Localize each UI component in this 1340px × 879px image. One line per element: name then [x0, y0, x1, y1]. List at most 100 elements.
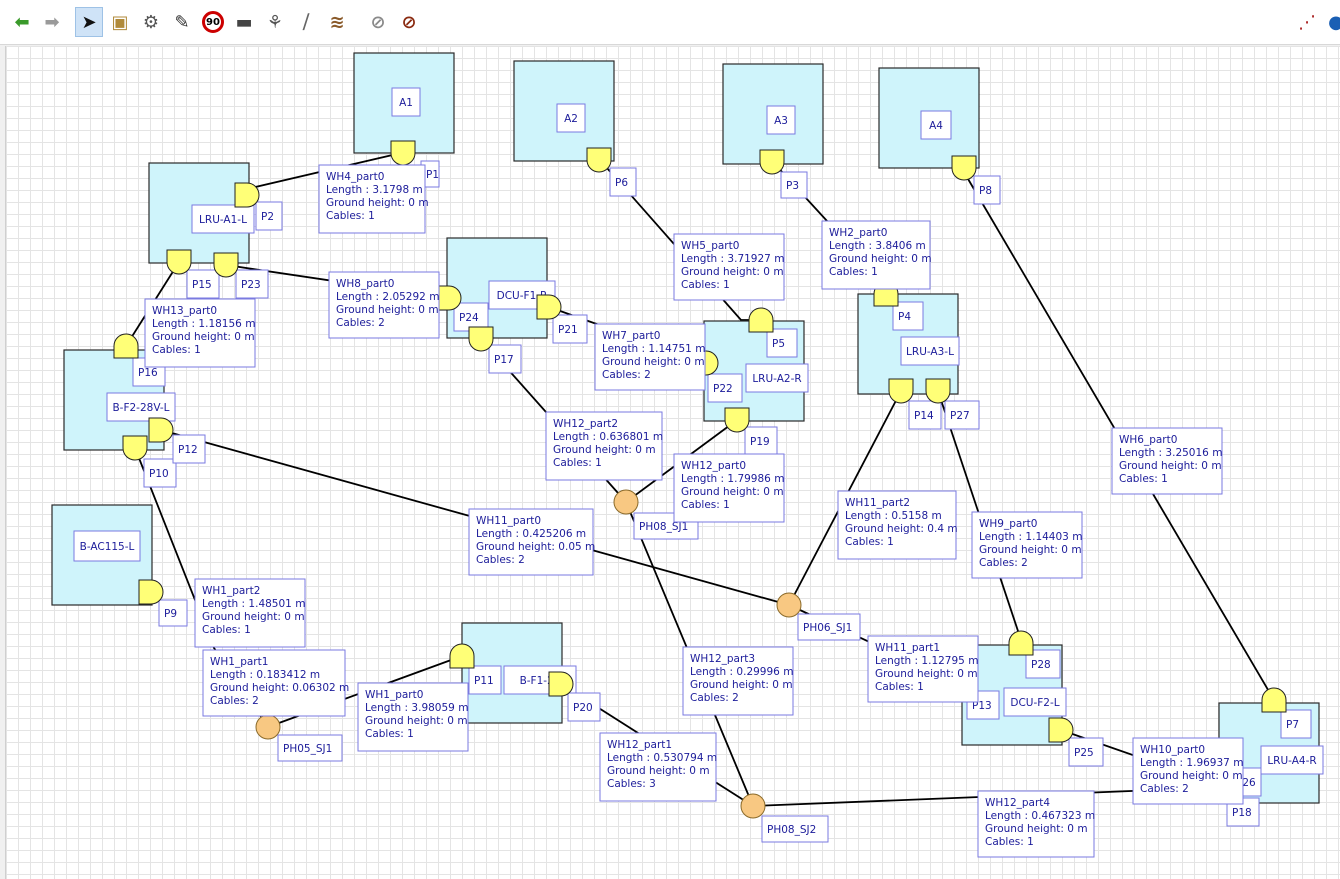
- disabled-icon[interactable]: ⊘: [364, 7, 392, 37]
- splice-label-ph08_sj2-text: PH08_SJ2: [767, 824, 816, 836]
- select-pointer-icon[interactable]: ➤: [75, 7, 103, 37]
- connector-pin[interactable]: [468, 326, 494, 352]
- prohibited-icon[interactable]: ⊘: [395, 7, 423, 37]
- wire-info-name: WH1_part1: [210, 656, 268, 668]
- graph-layout-icon[interactable]: ⋰: [1293, 7, 1321, 37]
- speed-limit-icon[interactable]: 90: [199, 7, 227, 37]
- connector-pin[interactable]: [138, 579, 164, 605]
- wire-info-length: Length : 0.5158 m: [845, 510, 942, 522]
- equipment-label-frame: [73, 530, 141, 562]
- connector-pin[interactable]: [1008, 630, 1034, 656]
- splice-label-ph08_sj2-frame: [761, 815, 829, 843]
- wire-info-frame: [328, 271, 440, 339]
- redo-icon[interactable]: ➡: [38, 7, 66, 37]
- wire-tool-icon-glyph: ✎: [174, 11, 190, 33]
- splice-node[interactable]: [740, 793, 766, 819]
- equipment-label: LRU-A2-R: [752, 373, 801, 385]
- connector-icon[interactable]: ⚙: [137, 7, 165, 37]
- wire-info-cables: Cables: 1: [845, 536, 894, 548]
- equipment-label-frame: [745, 363, 809, 393]
- splice-icon[interactable]: ⚘: [261, 7, 289, 37]
- equipment-b-ac115-l[interactable]: B-AC115-L: [51, 504, 153, 606]
- splice-node[interactable]: [613, 489, 639, 515]
- connector-pin[interactable]: [951, 155, 977, 181]
- wire-tool-icon[interactable]: ✎: [168, 7, 196, 37]
- splice-node[interactable]: [255, 714, 281, 740]
- connector-pin[interactable]: [436, 285, 462, 311]
- connector-pin[interactable]: [536, 294, 562, 320]
- bundle-icon[interactable]: ≋: [323, 7, 351, 37]
- equipment-a3[interactable]: A3: [722, 63, 824, 165]
- wire-info-name: WH11_part2: [845, 497, 910, 509]
- connector-pin[interactable]: [213, 252, 239, 278]
- port-label-p9-frame: [158, 599, 188, 627]
- equipment-icon[interactable]: ▣: [106, 7, 134, 37]
- cable-icon[interactable]: ⧸: [292, 7, 320, 37]
- connector-pin[interactable]: [390, 140, 416, 166]
- port-label-p5-text: P5: [772, 338, 785, 350]
- connector-pin[interactable]: [148, 417, 174, 443]
- connector-pin[interactable]: [1261, 687, 1287, 713]
- port-label-p15-frame: [186, 269, 220, 299]
- connector-pin[interactable]: [888, 378, 914, 404]
- wire-info-length: Length : 0.29996 m: [690, 666, 793, 678]
- connector-pin[interactable]: [122, 435, 148, 461]
- port-label-p9: P9: [158, 599, 188, 627]
- equipment-a1[interactable]: A1: [353, 52, 455, 154]
- connector-pin[interactable]: [234, 182, 260, 208]
- equipment-lru-a1-l[interactable]: LRU-A1-L: [148, 162, 255, 264]
- port-label-p4-text: P4: [898, 311, 911, 323]
- connector-pin[interactable]: [166, 249, 192, 275]
- wire-info-name: WH12_part2: [553, 418, 618, 430]
- undo-icon[interactable]: ⬅: [8, 7, 36, 37]
- connector-pin[interactable]: [759, 149, 785, 175]
- connector-pin[interactable]: [724, 407, 750, 433]
- connector-pin[interactable]: [1048, 717, 1074, 743]
- port-label-p10-text: P10: [149, 468, 169, 480]
- connector-pin[interactable]: [449, 643, 475, 669]
- wire-info-length: Length : 1.14403 m: [979, 531, 1082, 543]
- port-label-p11-text: P11: [474, 675, 494, 687]
- port-label-p2: P2: [255, 201, 283, 231]
- wire-info-cables: Cables: 1: [202, 624, 251, 636]
- equipment-a2[interactable]: A2: [513, 60, 615, 162]
- connector-pin[interactable]: [586, 147, 612, 173]
- connector-pin[interactable]: [548, 671, 574, 697]
- connector-pin[interactable]: [748, 307, 774, 333]
- equipment-a4[interactable]: A4: [878, 67, 980, 169]
- wire-info-length: Length : 1.79986 m: [681, 473, 784, 485]
- splice-node[interactable]: [776, 592, 802, 618]
- globe-icon[interactable]: ●: [1322, 7, 1340, 37]
- wire-info-name: WH9_part0: [979, 518, 1037, 530]
- wire-info-frame: [971, 511, 1083, 579]
- device-icon[interactable]: ▬: [230, 7, 258, 37]
- equipment-label: B-F2-28V-L: [112, 402, 169, 414]
- connector-pin[interactable]: [113, 333, 139, 359]
- wire-info-name: WH6_part0: [1119, 434, 1177, 446]
- connector-pin[interactable]: [925, 378, 951, 404]
- port-label-p9-text: P9: [164, 608, 177, 620]
- redo-icon-glyph: ➡: [44, 11, 60, 33]
